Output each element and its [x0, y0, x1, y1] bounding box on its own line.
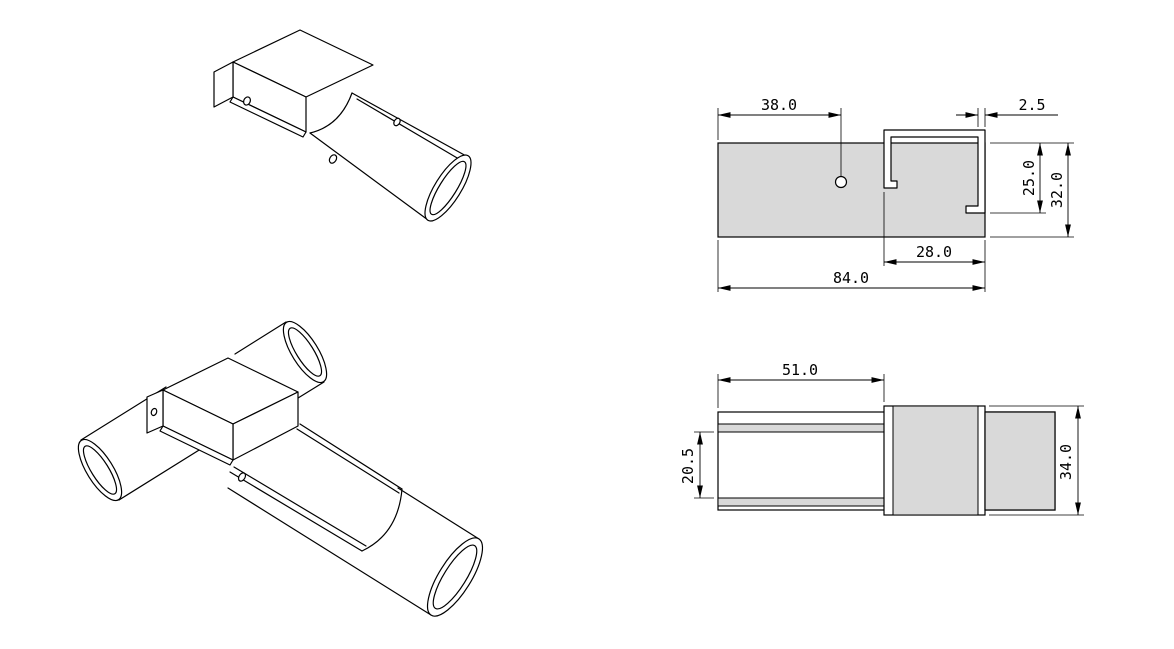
dim-overall-length: 84.0 [833, 269, 869, 287]
saddle-shell-upper-edge-outer [299, 423, 403, 490]
saddle-upper-rim-inner [356, 98, 465, 163]
ortho-view-side: 38.0 2.5 25.0 32.0 28.0 84.0 [717, 96, 1074, 292]
saddle-shell-lower-edge-inner [233, 466, 367, 547]
big-pipe-end-inner [432, 544, 478, 610]
saddle-shell-hole [237, 472, 247, 482]
assembly-channel-bottom-lip [159, 425, 234, 466]
saddle-end-inner-ellipse [429, 160, 467, 216]
saddle-shell-lower-edge-outer [229, 471, 363, 552]
big-pipe-body [228, 412, 479, 615]
dim-channel-width: 28.0 [916, 243, 952, 261]
dim-channel-inner-height: 25.0 [1020, 160, 1038, 196]
small-pipe-right-end-inner [287, 327, 323, 377]
top-tube-right-section [984, 411, 1056, 511]
assembly-flange-hole [150, 407, 158, 417]
saddle-upper-rim-outer [351, 92, 469, 158]
saddle-shell-end-arc [361, 488, 403, 552]
small-pipe-left-end-inner [82, 445, 118, 495]
big-pipe-end-outer [426, 537, 484, 617]
top-saddle-wall-lower [717, 497, 885, 507]
saddle-shell-upper-edge-inner [296, 428, 400, 494]
dim-hole-offset: 38.0 [761, 96, 797, 114]
iso-view-bracket [213, 29, 472, 222]
dim-saddle-length: 51.0 [782, 361, 818, 379]
side-saddle-body [717, 142, 986, 238]
saddle-end-outer-ellipse [424, 154, 472, 222]
channel-bottom-lip [229, 96, 307, 138]
big-pipe-upper-silhouette [397, 487, 480, 540]
small-pipe-right-end-outer [282, 320, 328, 384]
saddle-lower-silhouette [309, 132, 429, 221]
small-pipe-left-end-outer [77, 438, 123, 502]
side-hole [834, 175, 848, 189]
dim-lip-thickness: 2.5 [1018, 96, 1045, 114]
side-channel-profile [883, 129, 986, 214]
flange-hole [242, 96, 252, 106]
dim-opening-width: 20.5 [679, 448, 697, 484]
iso-view-assembly [77, 320, 484, 617]
saddle-hole-upper [393, 117, 401, 127]
small-pipe-right-upper-silhouette [234, 321, 287, 355]
mount-flange [213, 61, 234, 108]
dim-overall-height: 32.0 [1048, 172, 1066, 208]
small-pipe-right-body [235, 322, 324, 411]
saddle-hole-lower [328, 154, 338, 164]
big-pipe-lower-silhouette [227, 487, 432, 616]
top-channel-face [892, 405, 979, 516]
ortho-view-top: 51.0 20.5 34.0 [679, 361, 1084, 516]
saddle-near-cut-arc [309, 92, 353, 134]
top-saddle-wall-upper [717, 423, 885, 433]
dim-overall-width: 34.0 [1057, 444, 1075, 480]
